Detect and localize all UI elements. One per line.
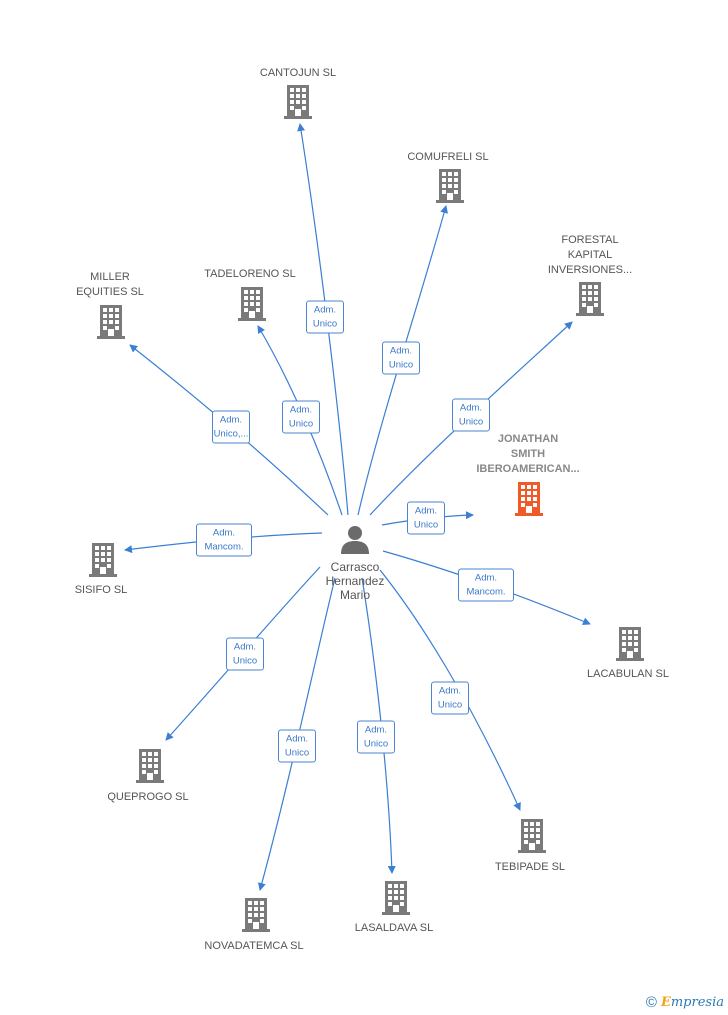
building-icon[interactable] bbox=[136, 749, 164, 783]
company-name-lacabulan[interactable]: LACABULAN SL bbox=[587, 668, 669, 680]
building-icon[interactable] bbox=[436, 169, 464, 203]
edge-tebipade bbox=[379, 569, 521, 811]
building-icon[interactable] bbox=[284, 85, 312, 119]
building-icon[interactable] bbox=[238, 287, 266, 321]
relation-label-jonathan: Adm. Unico bbox=[407, 501, 445, 535]
building-icon[interactable] bbox=[382, 881, 410, 915]
person-icon bbox=[341, 526, 369, 554]
center-person-name[interactable]: Carrasco Hernandez Mario bbox=[325, 560, 385, 602]
company-name-miller[interactable]: MILLER EQUITIES SL bbox=[76, 271, 144, 298]
company-name-cantojun[interactable]: CANTOJUN SL bbox=[259, 67, 337, 79]
company-name-queprogo[interactable]: QUEPROGO SL bbox=[107, 791, 189, 803]
relation-label-miller: Adm. Unico,... bbox=[212, 410, 250, 444]
company-name-jonathan[interactable]: JONATHAN SMITH IBEROAMERICAN... bbox=[476, 433, 580, 475]
relation-label-tadeloreno: Adm. Unico bbox=[282, 400, 320, 434]
copyright-icon: © bbox=[645, 994, 657, 1011]
relation-label-forestal: Adm. Unico bbox=[452, 398, 490, 432]
brand-logo: Empresia bbox=[660, 995, 724, 1010]
company-name-lasaldava[interactable]: LASALDAVA SL bbox=[354, 922, 434, 934]
relation-label-lacabulan: Adm. Mancom. bbox=[458, 568, 514, 602]
relation-label-lasaldava: Adm. Unico bbox=[357, 720, 395, 754]
company-name-forestal[interactable]: FORESTAL KAPITAL INVERSIONES... bbox=[547, 234, 633, 276]
relation-label-comufreli: Adm. Unico bbox=[382, 341, 420, 375]
company-name-sisifo[interactable]: SISIFO SL bbox=[74, 584, 128, 596]
edge-novadatemca bbox=[257, 577, 336, 891]
relation-label-cantojun: Adm. Unico bbox=[306, 300, 344, 334]
building-icon[interactable] bbox=[97, 305, 125, 339]
building-icon[interactable] bbox=[515, 482, 543, 516]
building-icon[interactable] bbox=[89, 543, 117, 577]
footer-brand: © Empresia bbox=[646, 994, 724, 1011]
relation-label-novadatemca: Adm. Unico bbox=[278, 729, 316, 763]
building-icon[interactable] bbox=[616, 627, 644, 661]
relation-label-sisifo: Adm. Mancom. bbox=[196, 523, 252, 557]
building-icon[interactable] bbox=[518, 819, 546, 853]
company-name-comufreli[interactable]: COMUFRELI SL bbox=[407, 151, 489, 163]
relation-label-queprogo: Adm. Unico bbox=[226, 637, 264, 671]
building-icon[interactable] bbox=[242, 898, 270, 932]
relation-label-tebipade: Adm. Unico bbox=[431, 681, 469, 715]
company-name-tadeloreno[interactable]: TADELORENO SL bbox=[204, 268, 296, 280]
company-name-novadatemca[interactable]: NOVADATEMCA SL bbox=[204, 940, 304, 952]
edge-lasaldava bbox=[361, 577, 396, 874]
building-icon[interactable] bbox=[576, 282, 604, 316]
company-name-tebipade[interactable]: TEBIPADE SL bbox=[494, 861, 566, 873]
